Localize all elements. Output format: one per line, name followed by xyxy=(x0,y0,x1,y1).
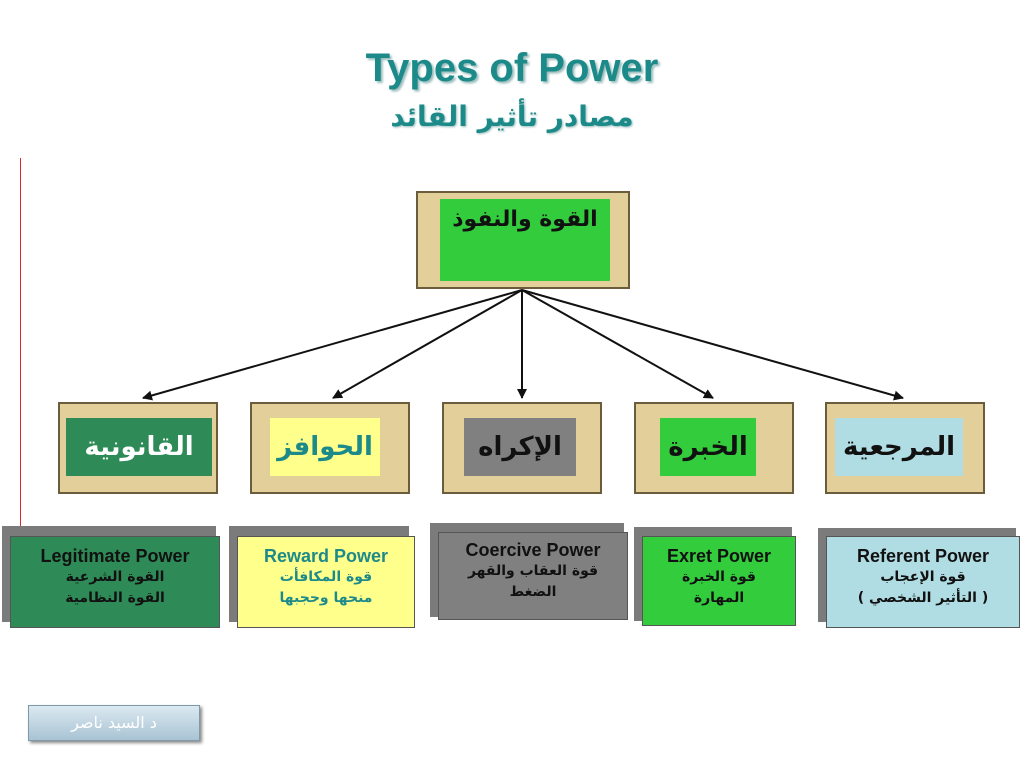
category-referent-label: المرجعية xyxy=(835,418,963,476)
reward-detail-line2: منحها وحجبها xyxy=(279,590,373,606)
category-reward-label: الحوافز xyxy=(270,418,380,476)
expert-detail-card: Exret Power قوة الخبرة المهارة xyxy=(642,536,796,626)
category-coercive: الإكراه xyxy=(442,402,602,494)
legitimate-detail-card: Legitimate Power القوة الشرعية القوة الن… xyxy=(10,536,220,628)
category-referent: المرجعية xyxy=(825,402,985,494)
coercive-detail-title: Coercive Power xyxy=(465,540,601,560)
arrow-referent xyxy=(521,289,904,401)
category-legitimate: القانونية xyxy=(58,402,218,494)
expert-detail-line2: المهارة xyxy=(693,590,745,606)
coercive-detail-line1: قوة العقاب والقهر xyxy=(467,563,599,579)
legitimate-detail-line1: القوة الشرعية xyxy=(65,569,165,585)
reward-detail-card: Reward Power قوة المكافأت منحها وحجبها xyxy=(237,536,415,628)
author-button[interactable]: د السيد ناصر xyxy=(28,705,200,741)
root-node-fill: القوة والنفوذ xyxy=(440,199,610,281)
category-reward: الحوافز xyxy=(250,402,410,494)
reward-detail-title: Reward Power xyxy=(263,546,389,566)
legitimate-detail-line2: القوة النظامية xyxy=(65,590,165,606)
legitimate-detail-title: Legitimate Power xyxy=(40,546,190,566)
referent-detail-line2: ( التأثير الشخصي ) xyxy=(857,590,989,606)
category-expert-label: الخبرة xyxy=(660,418,756,476)
category-coercive-label: الإكراه xyxy=(464,418,576,476)
page-title: Types of Power xyxy=(365,46,659,90)
page-subtitle: مصادر تأثير القائد xyxy=(390,100,634,133)
reward-detail-line1: قوة المكافأت xyxy=(279,569,373,585)
expert-detail-line1: قوة الخبرة xyxy=(682,569,756,585)
category-legitimate-label: القانونية xyxy=(66,418,212,476)
root-node: القوة والنفوذ xyxy=(416,191,630,289)
arrow-reward xyxy=(332,289,523,399)
referent-detail-line1: قوة الإعجاب xyxy=(880,569,966,585)
expert-detail-title: Exret Power xyxy=(666,546,772,566)
category-expert: الخبرة xyxy=(634,402,794,494)
root-node-label: القوة والنفوذ xyxy=(452,207,598,232)
coercive-detail-line2: الضغط xyxy=(509,584,557,600)
margin-line xyxy=(20,158,21,538)
arrow-expert xyxy=(521,289,714,399)
referent-detail-card: Referent Power قوة الإعجاب ( التأثير الش… xyxy=(826,536,1020,628)
coercive-detail-card: Coercive Power قوة العقاب والقهر الضغط xyxy=(438,532,628,620)
referent-detail-title: Referent Power xyxy=(856,546,990,566)
arrow-legitimate xyxy=(142,289,523,401)
